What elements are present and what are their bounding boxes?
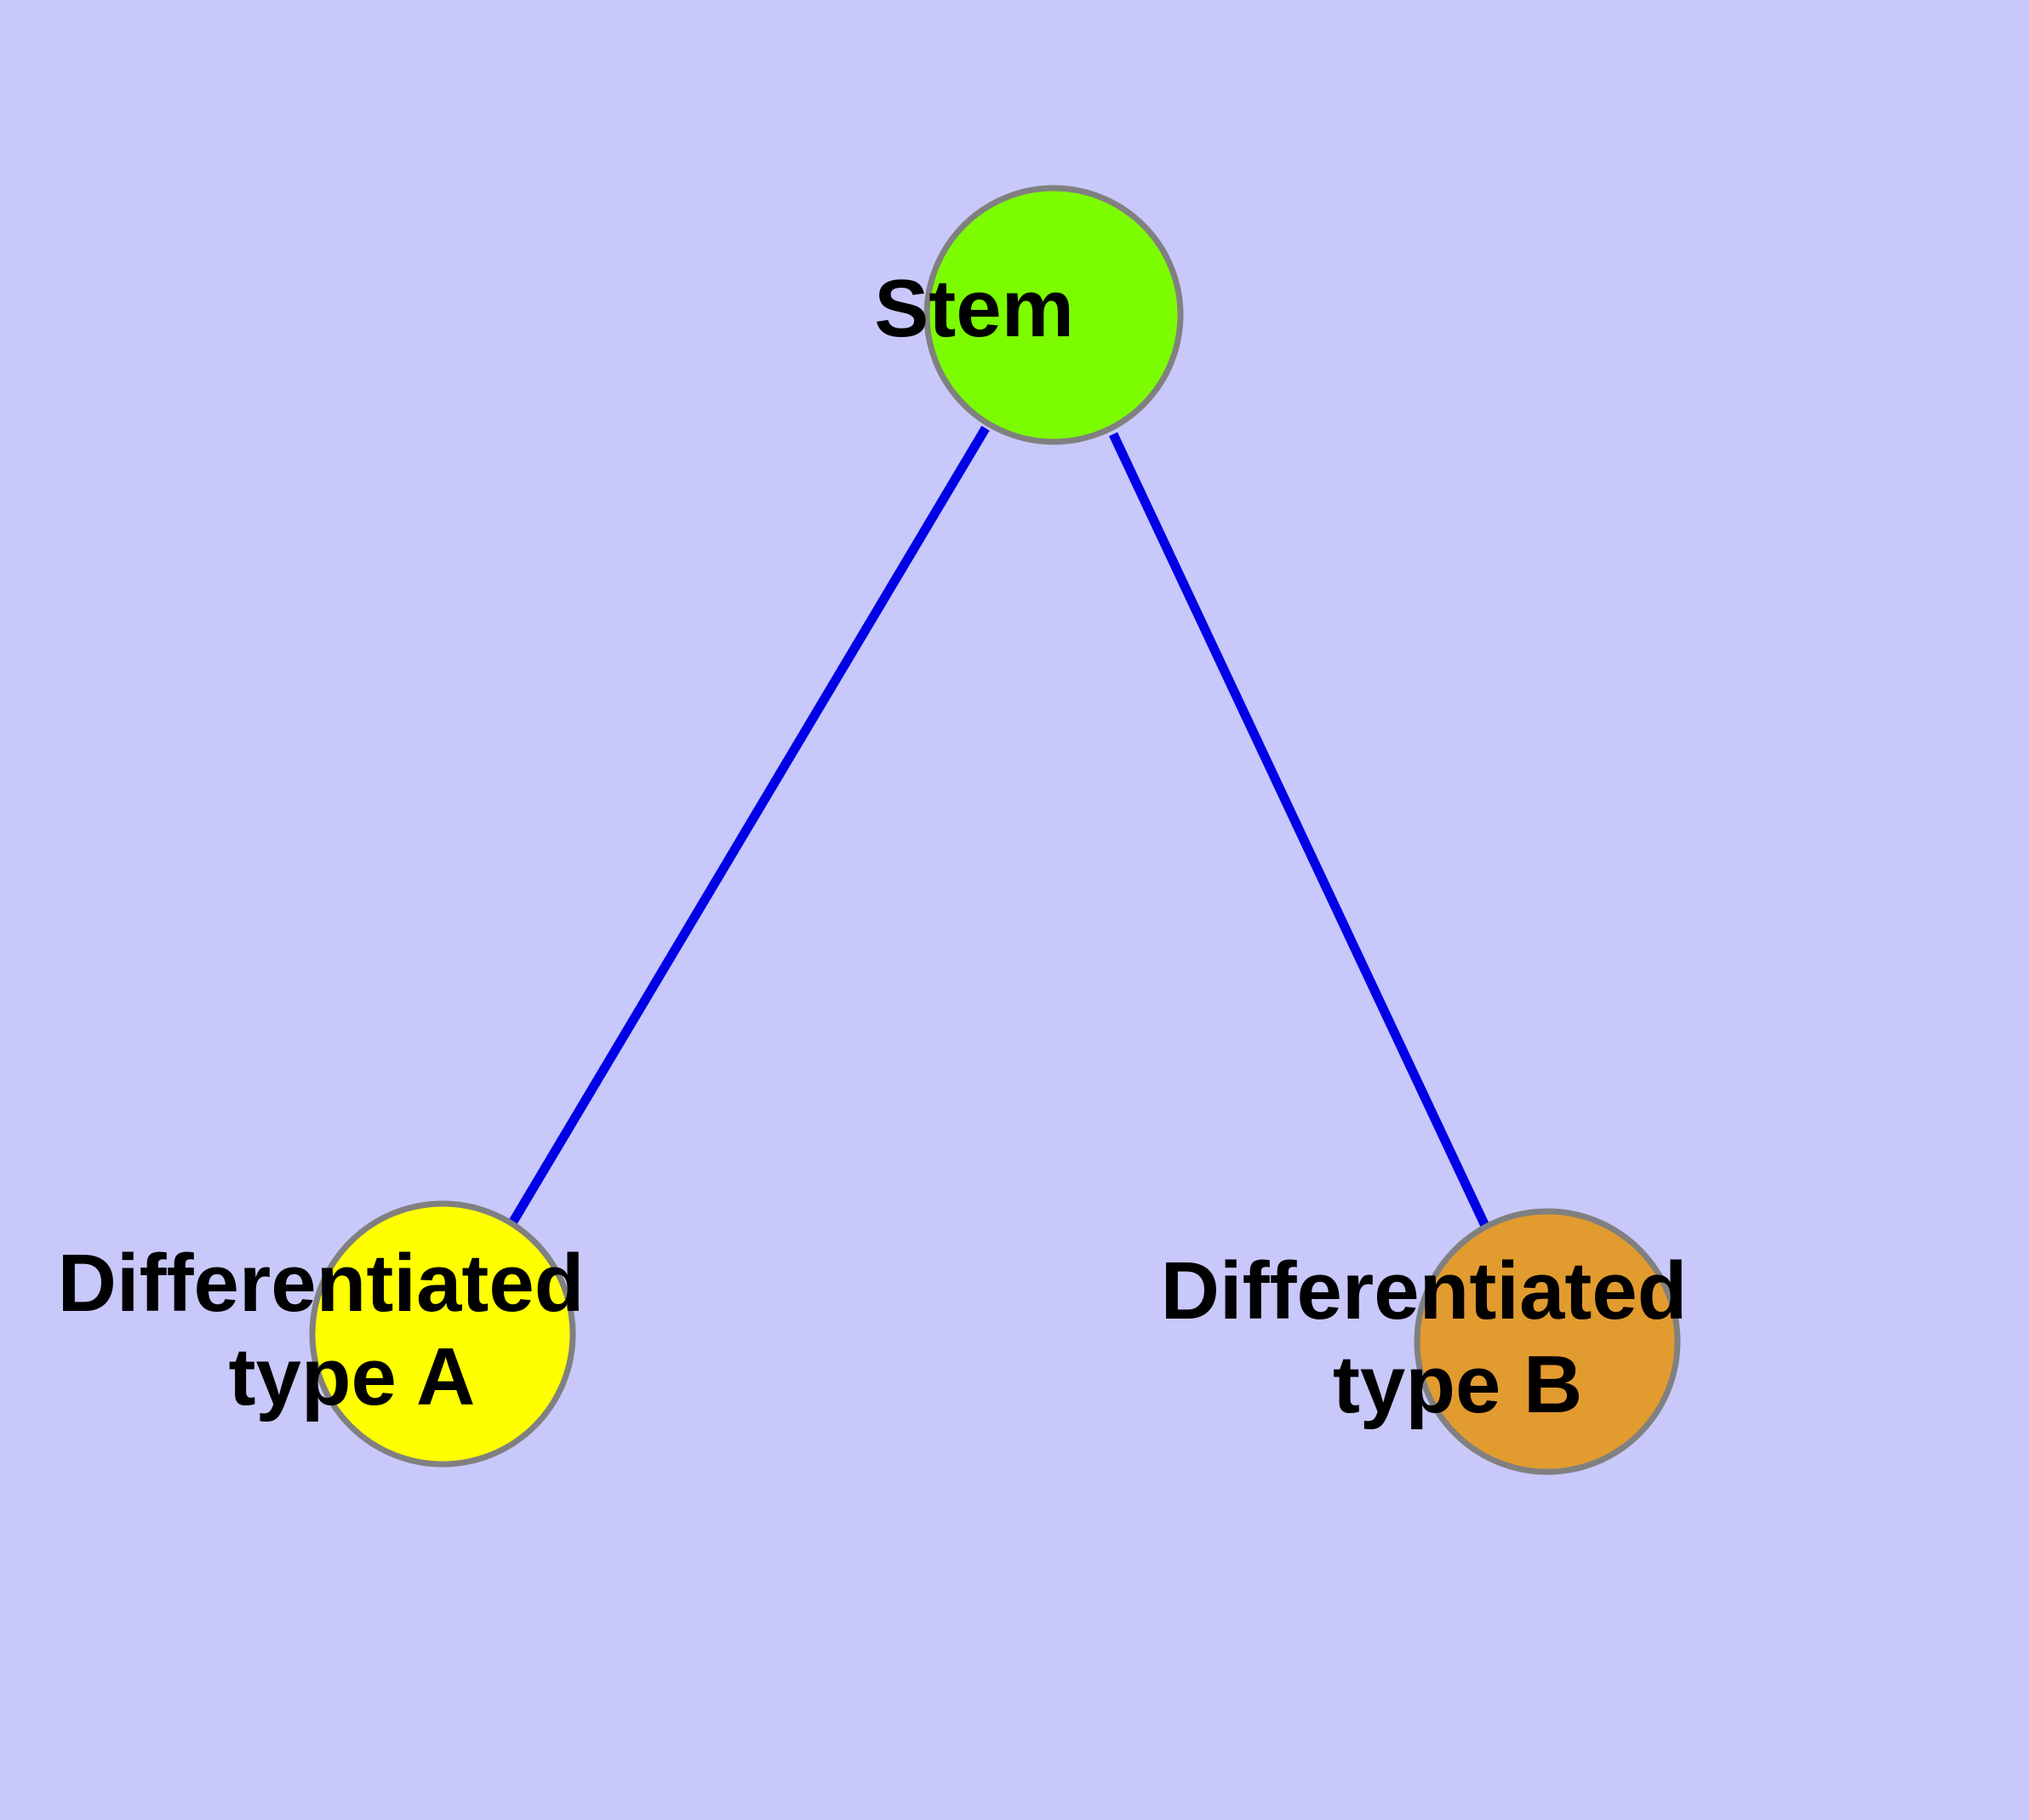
edge-layer bbox=[509, 426, 1489, 1228]
node-differentiated-type-b[interactable] bbox=[1414, 1208, 1681, 1475]
edge-stem-to-differentiated-type-a[interactable] bbox=[509, 426, 990, 1224]
node-differentiated-type-a-label: Differentiated type A bbox=[58, 1238, 789, 1422]
node-stem-label: Stem bbox=[874, 263, 1232, 354]
label-layer: Stem Differentiated type A Differentiate… bbox=[58, 263, 1892, 1430]
node-stem-label-line-1: Stem bbox=[874, 263, 1074, 354]
node-layer bbox=[309, 185, 1681, 1475]
node-stem-circle[interactable] bbox=[923, 185, 1184, 445]
node-differentiated-type-a-label-line-2: type A bbox=[229, 1331, 474, 1422]
node-differentiated-type-a[interactable] bbox=[309, 1200, 576, 1468]
edge-stem-to-differentiated-type-b[interactable] bbox=[1109, 432, 1489, 1228]
node-differentiated-type-b-label-line-2: type B bbox=[1333, 1339, 1582, 1430]
node-differentiated-type-b-label: Differentiated type B bbox=[1161, 1245, 1892, 1430]
node-stem[interactable] bbox=[923, 185, 1184, 445]
node-differentiated-type-a-label-line-1: Differentiated bbox=[58, 1238, 585, 1329]
node-differentiated-type-a-circle[interactable] bbox=[309, 1200, 576, 1468]
node-differentiated-type-b-circle[interactable] bbox=[1414, 1208, 1681, 1475]
node-differentiated-type-b-label-line-1: Differentiated bbox=[1161, 1245, 1688, 1336]
